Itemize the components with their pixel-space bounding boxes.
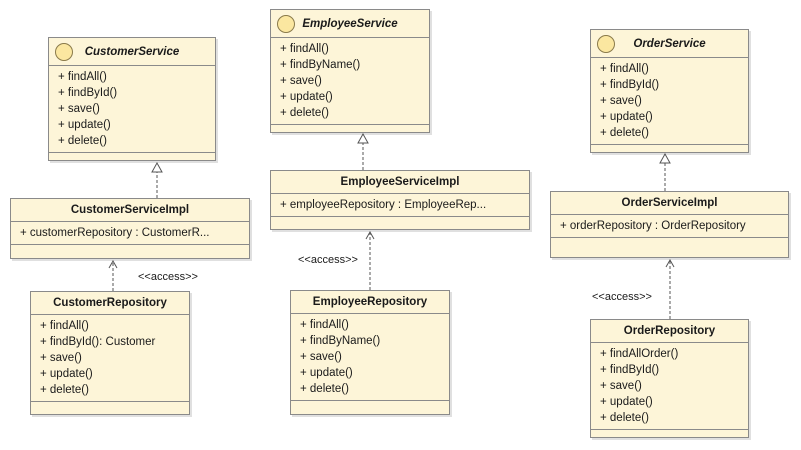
operation: + save()	[58, 103, 100, 115]
operations-compartment: + findAll() + findByName() + save() + up…	[291, 314, 449, 401]
operation: + findAll()	[40, 320, 89, 332]
class-name: EmployeeServiceImpl	[340, 176, 460, 188]
attributes-compartment: + customerRepository : CustomerR...	[11, 222, 249, 245]
operation: + update()	[600, 111, 653, 123]
operation: + findAll()	[600, 63, 649, 75]
operation: + findById()	[600, 79, 660, 91]
operation: + save()	[300, 351, 342, 363]
class-name: CustomerRepository	[53, 297, 167, 309]
operations-compartment: + findAll() + findById(): Customer + sav…	[31, 315, 189, 402]
class-header: EmployeeRepository	[291, 291, 449, 314]
operation: + findAllOrder()	[600, 348, 679, 360]
operation: + delete()	[600, 127, 649, 139]
access-order	[665, 258, 675, 319]
class-order-service-impl[interactable]: OrderServiceImpl + orderRepository : Ord…	[550, 191, 789, 258]
operation: + save()	[600, 380, 642, 392]
operation: + delete()	[280, 107, 329, 119]
operation: + delete()	[58, 135, 107, 147]
operation: + delete()	[600, 412, 649, 424]
class-customer-service-impl[interactable]: CustomerServiceImpl + customerRepository…	[10, 198, 250, 259]
operation: + update()	[58, 119, 111, 131]
interface-icon	[597, 34, 615, 53]
class-header: OrderRepository	[591, 320, 748, 343]
operation: + update()	[280, 91, 333, 103]
class-header: CustomerServiceImpl	[11, 199, 249, 222]
attributes-compartment: + orderRepository : OrderRepository	[551, 215, 788, 238]
access-label-employee: <<access>>	[298, 254, 358, 266]
operation: + delete()	[40, 384, 89, 396]
class-name: EmployeeService	[302, 17, 398, 30]
operation: + findById()	[58, 87, 118, 99]
operation: + save()	[40, 352, 82, 364]
class-header: CustomerRepository	[31, 292, 189, 315]
realization-order	[659, 152, 671, 191]
access-label-customer: <<access>>	[138, 271, 198, 283]
class-header: OrderServiceImpl	[551, 192, 788, 215]
class-name: EmployeeRepository	[312, 296, 428, 308]
access-employee	[365, 230, 375, 290]
class-order-repository[interactable]: OrderRepository + findAllOrder() + findB…	[590, 319, 749, 438]
realization-employee	[357, 132, 369, 170]
operation: + findAll()	[300, 319, 349, 331]
interface-icon	[55, 42, 73, 61]
attributes-compartment: + employeeRepository : EmployeeRep...	[271, 194, 529, 217]
operation: + delete()	[300, 383, 349, 395]
class-name: OrderService	[633, 37, 706, 50]
operation: + findAll()	[280, 43, 329, 55]
operations-compartment: + findAll() + findById() + save() + upda…	[49, 66, 215, 153]
class-name: OrderRepository	[623, 325, 716, 337]
operation: + findById(): Customer	[40, 336, 156, 348]
interface-employee-service[interactable]: EmployeeService + findAll() + findByName…	[270, 9, 430, 133]
class-header: OrderService	[591, 30, 748, 58]
class-customer-repository[interactable]: CustomerRepository + findAll() + findByI…	[30, 291, 190, 415]
interface-customer-service[interactable]: CustomerService + findAll() + findById()…	[48, 37, 216, 161]
class-header: EmployeeServiceImpl	[271, 171, 529, 194]
class-header: CustomerService	[49, 38, 215, 66]
attribute: + orderRepository : OrderRepository	[560, 220, 746, 232]
operation: + findById()	[600, 364, 660, 376]
class-name: CustomerServiceImpl	[70, 204, 190, 216]
operation: + findAll()	[58, 71, 107, 83]
operations-compartment: + findAll() + findById() + save() + upda…	[591, 58, 748, 145]
operations-compartment: + findAll() + findByName() + save() + up…	[271, 38, 429, 125]
access-label-order: <<access>>	[592, 291, 652, 303]
interface-order-service[interactable]: OrderService + findAll() + findById() + …	[590, 29, 749, 153]
operations-compartment: + findAllOrder() + findById() + save() +…	[591, 343, 748, 430]
class-employee-repository[interactable]: EmployeeRepository + findAll() + findByN…	[290, 290, 450, 415]
class-header: EmployeeService	[271, 10, 429, 38]
attribute: + customerRepository : CustomerR...	[20, 227, 210, 239]
realization-customer	[151, 161, 163, 198]
access-customer	[108, 259, 118, 291]
operation: + findByName()	[300, 335, 381, 347]
interface-icon	[277, 14, 295, 33]
operation: + save()	[280, 75, 322, 87]
class-employee-service-impl[interactable]: EmployeeServiceImpl + employeeRepository…	[270, 170, 530, 230]
class-name: CustomerService	[84, 45, 180, 58]
operation: + update()	[600, 396, 653, 408]
class-name: OrderServiceImpl	[621, 197, 718, 209]
operation: + update()	[40, 368, 93, 380]
attribute: + employeeRepository : EmployeeRep...	[280, 199, 487, 211]
operation: + save()	[600, 95, 642, 107]
operation: + findByName()	[280, 59, 361, 71]
operation: + update()	[300, 367, 353, 379]
